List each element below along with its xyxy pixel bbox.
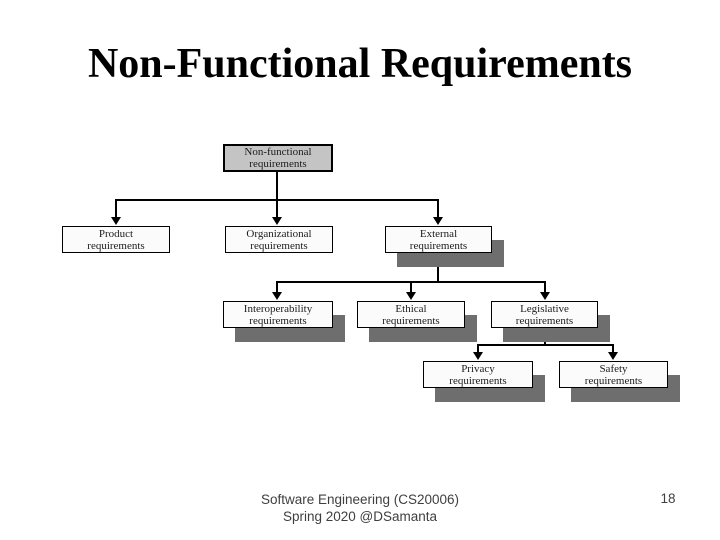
connector-to-external: [437, 199, 439, 217]
connector-to-legislative: [544, 281, 546, 292]
arrow-to-privacy-icon: [473, 352, 483, 360]
node-product-requirements: Product requirements: [62, 226, 170, 253]
arrow-to-ethical-icon: [406, 292, 416, 300]
footer-course-line: Software Engineering (CS20006): [260, 492, 460, 507]
node-external-requirements: External requirements: [385, 226, 492, 253]
connector-to-organizational: [276, 199, 278, 217]
connector-legislative-stem: [544, 328, 546, 345]
footer-term-line: Spring 2020 @DSamanta: [282, 509, 438, 524]
node-privacy-requirements: Privacy requirements: [423, 361, 533, 388]
node-non-functional-requirements: Non-functional requirements: [223, 144, 333, 172]
node-legislative-requirements: Legislative requirements: [491, 301, 598, 328]
node-interoperability-requirements: Interoperability requirements: [223, 301, 333, 328]
arrow-to-external-icon: [433, 217, 443, 225]
slide-title: Non-Functional Requirements: [87, 41, 633, 87]
page-number: 18: [660, 491, 676, 506]
arrow-to-legislative-icon: [540, 292, 550, 300]
slide-footer: Software Engineering (CS20006) Spring 20…: [0, 491, 720, 525]
arrow-to-safety-icon: [608, 352, 618, 360]
arrow-to-organizational-icon: [272, 217, 282, 225]
connector-root-stem: [276, 172, 278, 200]
connector-to-ethical: [410, 281, 412, 292]
connector-to-interoperability: [276, 281, 278, 292]
connector-external-stem: [437, 253, 439, 282]
connector-to-privacy: [477, 344, 479, 352]
arrow-to-interoperability-icon: [272, 292, 282, 300]
node-safety-requirements: Safety requirements: [559, 361, 668, 388]
connector-to-product: [115, 199, 117, 217]
node-ethical-requirements: Ethical requirements: [357, 301, 465, 328]
arrow-to-product-icon: [111, 217, 121, 225]
connector-level3-horizontal: [477, 344, 614, 346]
node-organizational-requirements: Organizational requirements: [225, 226, 333, 253]
connector-to-safety: [612, 344, 614, 352]
